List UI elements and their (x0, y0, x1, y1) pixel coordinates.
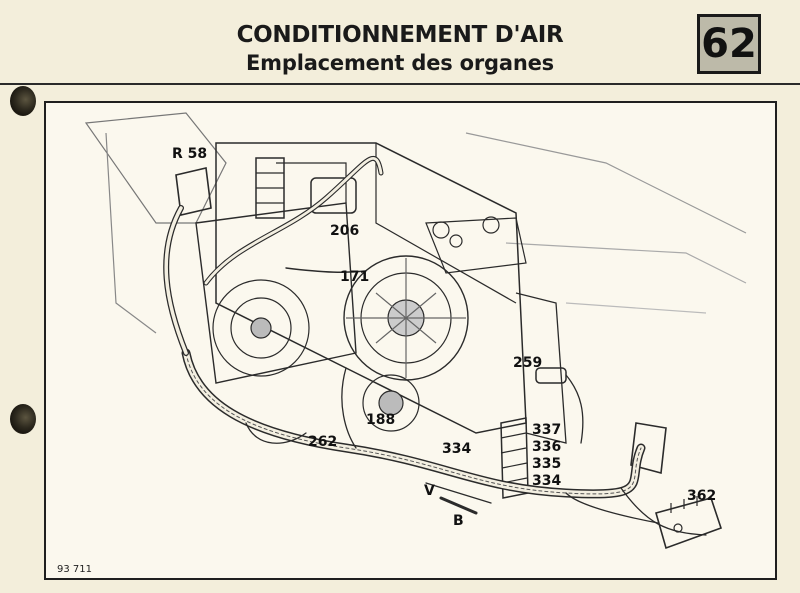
callout-r58: R 58 (172, 146, 208, 162)
callout-337: 337 (532, 422, 562, 438)
callout-334-left: 334 (442, 441, 472, 457)
figure-reference: 93 711 (57, 564, 92, 575)
figure-frame (44, 101, 777, 580)
callout-188: 188 (366, 412, 396, 428)
binder-hole-icon (10, 86, 36, 116)
page-subtitle: Emplacement des organes (246, 51, 554, 75)
callout-206: 206 (330, 223, 360, 239)
callout-171: 171 (340, 269, 370, 285)
chapter-number-box: 62 (697, 14, 761, 74)
callout-336: 336 (532, 439, 562, 455)
callout-v: V (424, 483, 435, 499)
header-rule (0, 83, 800, 85)
callout-362: 362 (687, 488, 717, 504)
callout-b: B (453, 513, 464, 529)
binder-hole-icon (10, 404, 36, 434)
engine-bay-drawing (84, 112, 747, 550)
callout-262: 262 (308, 434, 338, 450)
callout-334-right: 334 (532, 473, 562, 489)
callout-335: 335 (532, 456, 562, 472)
page-title: CONDITIONNEMENT D'AIR (236, 22, 564, 48)
callout-259: 259 (513, 355, 543, 371)
